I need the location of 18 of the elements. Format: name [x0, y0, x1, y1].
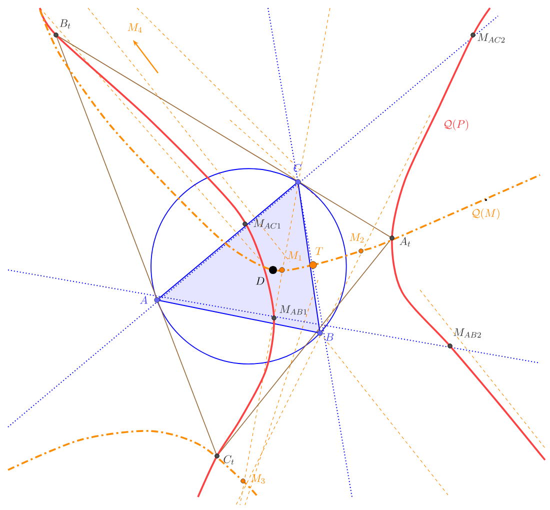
- point-label: $\mathcal{Q}(P)$: [444, 120, 468, 130]
- point-label: $M_{AB1}$: [280, 305, 307, 315]
- point-label: $M_{AC2}$: [478, 33, 505, 43]
- point-label: $B_t$: [60, 19, 70, 29]
- point-label: $C_t$: [224, 455, 234, 465]
- point-label: $M_{AC1}$: [254, 219, 280, 229]
- point-label: $C$: [294, 164, 302, 172]
- point-label: $T$: [315, 247, 323, 255]
- point-label: $D$: [256, 277, 264, 285]
- point-label: $M_{AB2}$: [454, 328, 481, 338]
- point-label: $A_t$: [400, 237, 410, 247]
- point-label: $B$: [326, 333, 334, 341]
- point-label: $M_1$: [288, 251, 302, 261]
- point-label: $\mathcal{Q}(M)$: [472, 208, 500, 220]
- point-label: $M_2$: [350, 233, 364, 243]
- point-label: $M_4$: [128, 23, 142, 33]
- point-label: $M_3$: [250, 474, 265, 484]
- point-label: $A$: [140, 296, 148, 304]
